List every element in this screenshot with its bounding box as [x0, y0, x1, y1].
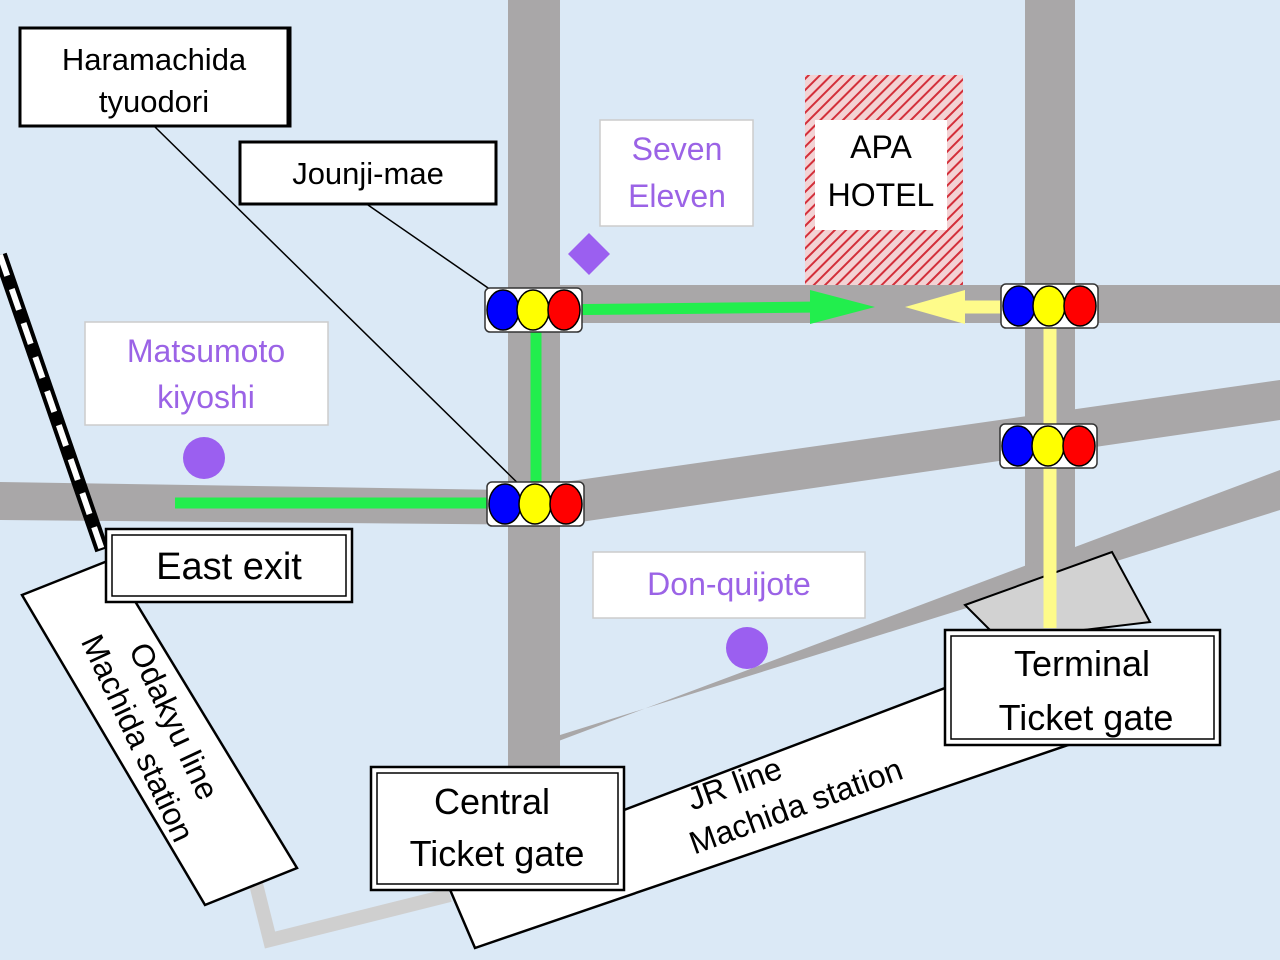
- terminal-platform: [963, 550, 1152, 642]
- terminal-gate-line2: Ticket gate: [999, 697, 1174, 738]
- terminal-gate-box: Terminal Ticket gate: [943, 628, 1222, 747]
- jounji-label: Jounji-mae: [292, 156, 444, 191]
- green-arrowhead: [810, 290, 875, 324]
- east-exit-label: East exit: [156, 546, 302, 588]
- seven-eleven-label: Seven Eleven: [599, 119, 754, 227]
- donquijote-label: Don-quijote: [592, 551, 866, 619]
- station-connector-path: [248, 878, 452, 949]
- jounji-callout: Jounji-mae: [238, 140, 498, 206]
- matsumoto-label: Matsumoto kiyoshi: [84, 321, 329, 426]
- east-exit-box: East exit: [104, 527, 354, 604]
- haramachida-line1: Haramachida: [62, 42, 247, 77]
- circle-marker-icon: [726, 627, 768, 669]
- hotel-name-line2: HOTEL: [828, 177, 935, 213]
- road-south-diagonal: [508, 470, 1280, 770]
- central-gate-line2: Ticket gate: [410, 833, 585, 874]
- haramachida-line2: tyuodori: [99, 84, 209, 119]
- central-gate-box: Central Ticket gate: [369, 765, 626, 892]
- apa-hotel: APA HOTEL: [805, 75, 963, 285]
- circle-marker-icon: [183, 437, 225, 479]
- green-route: [175, 290, 875, 509]
- seven-eleven-line2: Eleven: [628, 178, 726, 214]
- traffic-light-jounji: [484, 287, 583, 333]
- haramachida-pointer: [154, 126, 536, 501]
- diamond-marker-icon: [568, 233, 610, 275]
- terminal-gate-line1: Terminal: [1014, 643, 1150, 684]
- matsumoto-line2: kiyoshi: [157, 379, 255, 415]
- yellow-arrowhead: [905, 290, 965, 324]
- seven-eleven-line1: Seven: [632, 131, 723, 167]
- traffic-light-haramachida: [486, 481, 585, 527]
- traffic-light-middle: [999, 423, 1098, 469]
- haramachida-callout: Haramachida tyuodori: [18, 26, 292, 128]
- road-horizontal-middle: [0, 380, 1280, 525]
- odakyu-rail-line: [0, 252, 109, 553]
- donquijote-text: Don-quijote: [647, 566, 811, 602]
- central-gate-line1: Central: [434, 781, 550, 822]
- hotel-name-line1: APA: [850, 129, 912, 165]
- matsumoto-line1: Matsumoto: [127, 333, 285, 369]
- traffic-light-hotel: [1000, 283, 1099, 329]
